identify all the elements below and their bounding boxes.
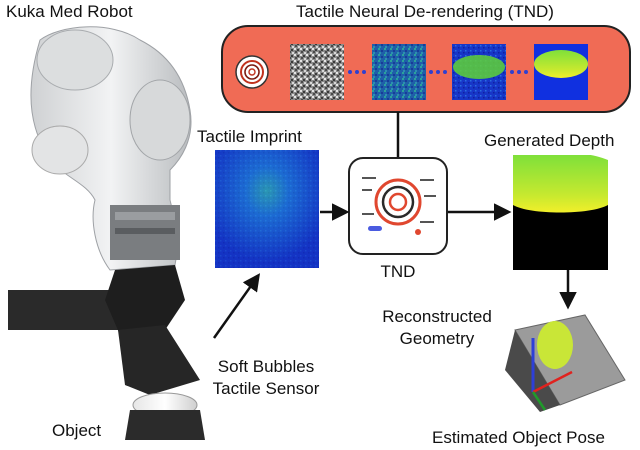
- step-dots: [348, 70, 528, 74]
- kuka-robot-image: [8, 26, 205, 440]
- soft-bubbles-label-1: Soft Bubbles: [217, 357, 315, 376]
- reconstructed-label-2: Geometry: [399, 329, 475, 348]
- reconstructed-geometry-image: [505, 314, 626, 412]
- generated-depth-image: [513, 151, 608, 270]
- object-label: Object: [52, 421, 102, 440]
- fingerprint-icon: [235, 55, 269, 89]
- noise-step-4: [534, 44, 588, 100]
- robot-label: Kuka Med Robot: [6, 2, 133, 21]
- reconstructed-label-1: Reconstructed: [382, 307, 492, 326]
- tnd-module-box: [348, 157, 448, 255]
- circuit-fingerprint-icon: [362, 177, 436, 235]
- tactile-imprint-label: Tactile Imprint: [197, 127, 302, 146]
- generated-depth-label: Generated Depth: [484, 131, 615, 150]
- tnd-label: TND: [380, 262, 416, 281]
- tnd-title: Tactile Neural De-rendering (TND): [296, 2, 554, 21]
- soft-bubbles-label-2: Tactile Sensor: [212, 379, 320, 398]
- noise-step-2: [372, 44, 426, 100]
- flow-arrows: [212, 112, 577, 339]
- noise-step-3: [452, 44, 506, 100]
- coordinate-axes-icon: [531, 338, 573, 411]
- noise-step-1: [290, 44, 344, 100]
- estimated-pose-label: Estimated Object Pose: [432, 428, 605, 447]
